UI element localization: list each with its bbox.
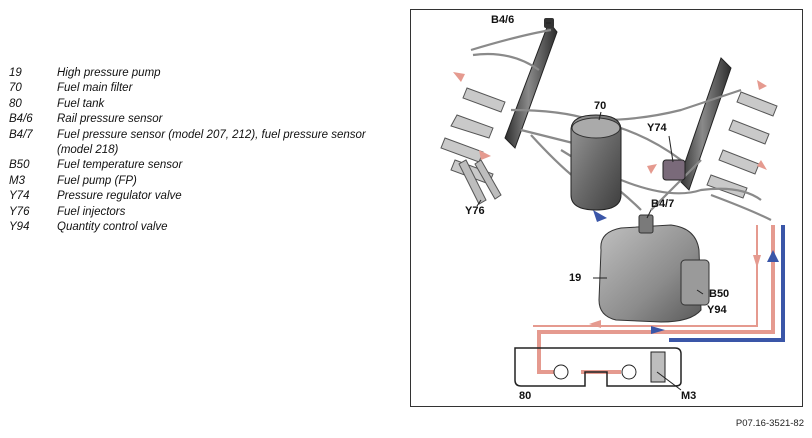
callout-b4-7: B4/7 — [651, 198, 675, 210]
callout-19: 19 — [569, 272, 582, 284]
right-fuel-injectors — [706, 91, 778, 199]
legend-row: Y76 Fuel injectors — [9, 205, 389, 220]
legend-code: B4/7 — [9, 128, 33, 141]
callout-y76: Y76 — [465, 205, 485, 217]
legend-text: High pressure pump — [57, 67, 161, 79]
legend-code: Y74 — [9, 190, 30, 203]
callout-70: 70 — [594, 100, 607, 112]
legend-code: B4/6 — [9, 113, 33, 126]
left-fuel-injectors — [440, 87, 506, 205]
callout-m3: M3 — [681, 390, 697, 402]
high-pressure-pump — [598, 214, 710, 323]
callout-b50: B50 — [709, 288, 730, 300]
legend-code: Y94 — [9, 221, 30, 234]
legend-row: 70 Fuel main filter — [9, 81, 389, 96]
legend-code: 80 — [9, 97, 22, 110]
callout-y94: Y94 — [707, 304, 727, 316]
figure-reference: P07.16-3521-82 — [735, 418, 804, 429]
leader-lines — [476, 22, 704, 391]
legend-code: 70 — [9, 82, 22, 95]
fuel-main-filter — [570, 114, 622, 211]
legend-text: Rail pressure sensor — [57, 113, 163, 126]
legend-row: B50 Fuel temperature sensor — [9, 158, 389, 173]
legend-text: Fuel temperature sensor — [57, 159, 183, 172]
legend-text: Quantity control valve — [57, 221, 168, 234]
legend-row: B4/6 Rail pressure sensor — [9, 112, 389, 127]
legend-code: 19 — [9, 67, 22, 79]
legend-text: Fuel tank — [57, 97, 105, 110]
legend-row: Y94 Quantity control valve — [9, 220, 389, 235]
legend-text: Fuel pump (FP) — [57, 174, 137, 187]
legend-text: Fuel main filter — [57, 82, 133, 95]
right-fuel-rail — [678, 57, 732, 191]
legend-code: B50 — [9, 159, 30, 172]
legend-row: 80 Fuel tank — [9, 97, 389, 112]
callout-b4-6: B4/6 — [491, 14, 515, 26]
fuel-tank — [514, 347, 682, 387]
fuel-system-figure: B4/6 70 Y74 Y76 B4/7 19 B50 Y94 80 M3 — [410, 9, 803, 407]
fuel-pump — [553, 351, 666, 383]
fuel-system-illustration — [440, 18, 785, 391]
legend-text: Fuel injectors — [57, 205, 126, 218]
legend-row: B4/7 Fuel pressure sensor (model 207, 212… — [9, 128, 389, 159]
legend-row: M3 Fuel pump (FP) — [9, 174, 389, 189]
legend-row: Y74 Pressure regulator valve — [9, 189, 389, 204]
legend-text: Fuel pressure sensor (model 207, 212), f… — [57, 128, 366, 157]
legend-code: M3 — [9, 174, 25, 187]
legend-row: 19 High pressure pump — [9, 66, 389, 81]
callout-y74: Y74 — [647, 122, 667, 134]
pressure-regulator-valve — [662, 159, 686, 181]
legend-text: Pressure regulator valve — [57, 190, 182, 203]
flow-arrows — [453, 72, 779, 334]
callout-80: 80 — [519, 390, 532, 402]
legend-code: Y76 — [9, 205, 30, 218]
